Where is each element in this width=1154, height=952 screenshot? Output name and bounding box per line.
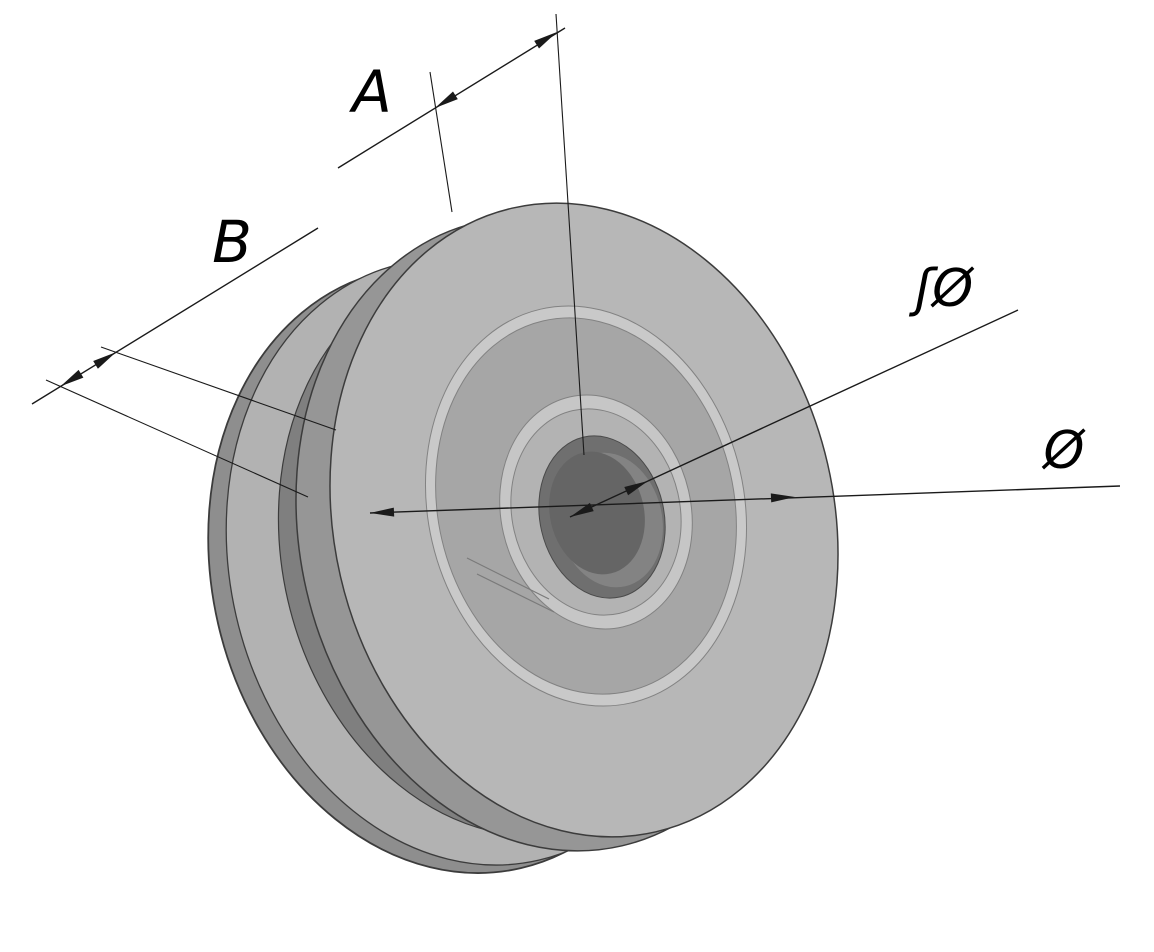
dim-b-arrowhead-right bbox=[93, 352, 116, 369]
dim-bore-arrowhead-inner bbox=[570, 502, 594, 517]
dim-outer-label: Ø bbox=[1042, 421, 1087, 481]
bore-hole bbox=[549, 451, 645, 575]
dim-a-label: A bbox=[348, 58, 392, 126]
dimension-outer-diameter: Ø bbox=[369, 421, 1121, 517]
dim-outer-dimension-line bbox=[369, 485, 1121, 514]
dim-b-arrowhead-left bbox=[60, 369, 84, 387]
dim-a-arrowhead-left bbox=[435, 91, 458, 108]
dim-b-label: B bbox=[212, 208, 252, 276]
dimension-bore-diameter: ʃØ bbox=[569, 259, 1019, 518]
dimension-a: A bbox=[337, 13, 585, 456]
pulley-wheel bbox=[207, 202, 839, 874]
dim-bore-label: ʃØ bbox=[909, 259, 975, 319]
recess-reflection-edge-2 bbox=[476, 573, 555, 613]
dim-b-extension-line-1 bbox=[45, 379, 309, 498]
dim-b-extension-line-2 bbox=[100, 346, 337, 431]
dim-a-extension-line-2 bbox=[555, 13, 585, 456]
recess-reflection-edge-1 bbox=[466, 557, 550, 600]
dim-outer-arrowhead-right bbox=[770, 493, 795, 503]
dimension-b: B bbox=[31, 208, 337, 498]
dim-bore-arrowhead-outer bbox=[624, 481, 648, 496]
dim-a-arrowhead-right bbox=[534, 32, 557, 49]
dim-outer-arrowhead-left bbox=[370, 507, 395, 517]
dim-a-extension-line-1 bbox=[429, 71, 453, 213]
